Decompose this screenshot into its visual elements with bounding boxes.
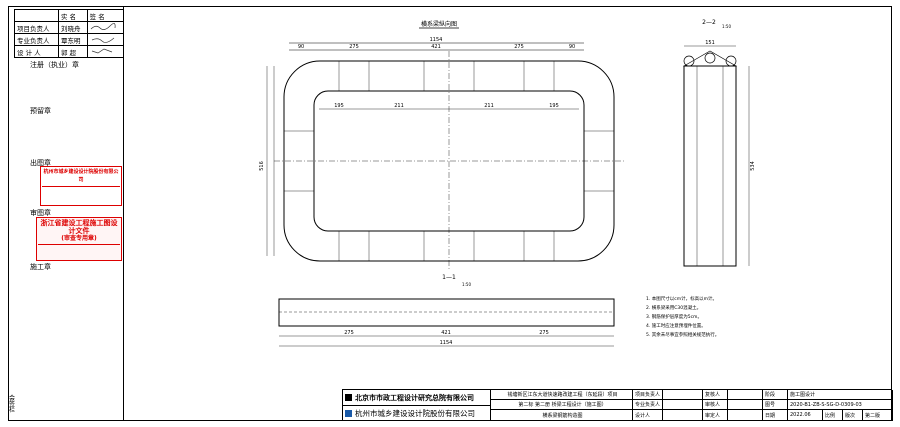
elev-dim: 275 (539, 330, 549, 336)
tb-date: 2022.06 (788, 410, 823, 421)
seal-label: 施工章 (30, 263, 51, 271)
elevation-outline (278, 298, 615, 327)
countersign-vertical-label: 会签栏 (9, 395, 16, 414)
tb-label: 日期 (763, 410, 788, 421)
rebar-callout (725, 55, 737, 67)
tb-label: 阶段 (763, 390, 788, 400)
plan-total-dim: 1154 (430, 37, 443, 43)
elev-dim: 275 (344, 330, 354, 336)
tb-signature (728, 410, 763, 421)
org1-cell: 北京市市政工程设计研究总院有限公司 (343, 390, 491, 406)
registration-stamp-label: 注册（执业）章 (30, 61, 79, 69)
rebar-callout (704, 52, 716, 64)
sig-name: 覃东明 (57, 33, 88, 46)
sig-header-empty (14, 9, 59, 22)
inner-dim: 195 (334, 103, 344, 109)
tb-number: 2020-B1-ZB-S-SG-D-0309-03 (788, 400, 893, 410)
inner-dim: 211 (484, 103, 494, 109)
tb-stage: 施工图设计 (788, 390, 893, 400)
tb-label: 版次 (843, 410, 863, 421)
section-2-2-mark: 2—2 (702, 19, 716, 26)
signature-row: 设 计 人 郭 超 (14, 45, 125, 58)
title-block: 北京市市政工程设计研究总院有限公司 杭州市城乡建设设计院股份有限公司 钱塘新区江… (342, 389, 893, 421)
plan-dim: 275 (349, 44, 359, 50)
section-outline (683, 65, 737, 267)
sig-role: 项目负责人 (14, 21, 59, 34)
tb-label: 审定人 (703, 410, 728, 421)
signature-row: 项目负责人 刘晓舟 (14, 21, 125, 34)
presign-stamp-label: 预留章 (30, 107, 51, 115)
project-line2: 第二标 第二册 桥梁工程设计（施工图） (491, 400, 633, 410)
tb-label: 设计人 (633, 410, 663, 421)
plan-view-title: 横系梁纵向图 (421, 20, 457, 28)
section-height-dim: 534 (750, 161, 756, 171)
drawing-name: 横系梁钢筋构造图 (491, 410, 633, 421)
sig-signature (86, 33, 125, 46)
rebar-callout (683, 55, 695, 67)
sig-header-name: 实 名 (57, 9, 88, 22)
review-stamp: 浙江省建设工程施工图设计文件 (审查专用章) (36, 217, 122, 261)
note-line: 4. 施工时应注意预埋件位置。 (646, 322, 706, 329)
signature-row: 专业负责人 覃东明 (14, 33, 125, 46)
plan-dim: 90 (298, 44, 304, 50)
tb-version: 第二版 (863, 410, 893, 421)
tb-label: 审核人 (703, 400, 728, 410)
note-line: 2. 横系梁采用C30混凝土。 (646, 304, 701, 311)
issue-stamp-label: 出图章 (30, 159, 51, 167)
inner-dim: 211 (394, 103, 404, 109)
engineering-drawing: 横系梁纵向图 1154 90 275 421 275 90 195 211 21… (259, 19, 756, 347)
section-1-1-mark: 1—1 (442, 274, 456, 281)
sig-name: 郭 超 (57, 45, 88, 58)
project-line1: 钱塘新区江东大道快速路改建工程（东延段）项目 (491, 390, 633, 400)
org2-logo-icon (345, 409, 352, 417)
issue-stamp: 杭州市城乡建设设计院股份有限公司 (40, 166, 122, 206)
notes-block: 1. 本图尺寸以cm计，标高以m计。 2. 横系梁采用C30混凝土。 3. 钢筋… (646, 295, 719, 338)
signature-header-row: 实 名 签 名 (14, 9, 125, 22)
org1-logo-icon (345, 394, 352, 401)
plan-dim: 275 (514, 44, 524, 50)
tb-label: 图号 (763, 400, 788, 410)
sig-header-sign: 签 名 (86, 9, 125, 22)
note-line: 3. 钢筋保护层厚度为5cm。 (646, 313, 702, 320)
tb-label: 比例 (823, 410, 843, 421)
tb-label: 专业负责人 (633, 400, 663, 410)
note-line: 5. 其余未尽事宜参照相关规范执行。 (646, 331, 719, 338)
section-1-1-scale: 1:50 (462, 282, 471, 287)
signature-table: 实 名 签 名 项目负责人 刘晓舟 专业负责人 覃东明 设 计 人 郭 超 (14, 9, 125, 58)
sig-signature (86, 45, 125, 58)
note-line: 1. 本图尺寸以cm计，标高以m计。 (646, 295, 717, 302)
sig-role: 专业负责人 (14, 33, 59, 46)
tb-label: 复核人 (703, 390, 728, 400)
section-2-2-scale: 1:50 (722, 24, 731, 29)
sig-signature (86, 21, 125, 34)
tb-label: 项目负责人 (633, 390, 663, 400)
review-stamp-label: 审图章 (30, 209, 51, 217)
left-panel (8, 6, 124, 421)
tb-signature (728, 390, 763, 400)
tb-signature (663, 400, 703, 410)
plan-dim: 421 (431, 44, 441, 50)
side-dim: 516 (259, 161, 265, 171)
sig-name: 刘晓舟 (57, 21, 88, 34)
elev-total-dim: 1154 (440, 340, 453, 346)
elev-dim: 421 (441, 330, 451, 336)
tb-signature (663, 390, 703, 400)
tb-signature (663, 410, 703, 421)
section-dim: 151 (705, 40, 715, 46)
tb-signature (728, 400, 763, 410)
org2-cell: 杭州市城乡建设设计院股份有限公司 (343, 406, 491, 421)
sig-role: 设 计 人 (14, 45, 59, 58)
plan-dim: 90 (569, 44, 575, 50)
inner-dim: 195 (549, 103, 559, 109)
